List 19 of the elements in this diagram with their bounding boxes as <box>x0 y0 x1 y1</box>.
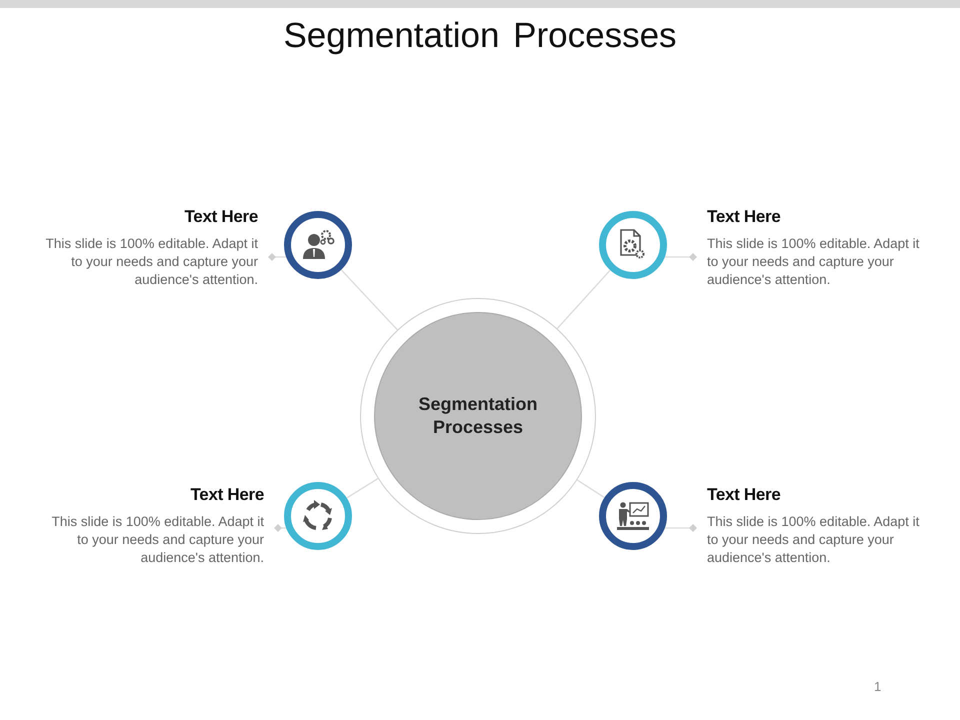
description-text: This slide is 100% editable. Adapt it to your needs and capture your audience's attention. <box>707 513 920 567</box>
connector-line <box>268 253 286 261</box>
connector-line <box>576 479 605 498</box>
center-label: Segmentation Processes <box>417 393 538 439</box>
heading: Text Here <box>707 207 781 227</box>
heading: Text Here <box>184 207 258 227</box>
description-text: This slide is 100% editable. Adapt it to your needs and capture your audience's attention. <box>44 235 258 289</box>
heading: Text Here <box>707 485 781 505</box>
connector-line <box>664 253 697 261</box>
heading: Text Here <box>190 485 264 505</box>
connector-line <box>340 269 398 330</box>
description-text: This slide is 100% editable. Adapt it to your needs and capture your audience's attention. <box>50 513 264 567</box>
connector-line <box>664 524 697 532</box>
connector-line <box>346 478 378 499</box>
connector-line <box>274 524 286 532</box>
page-number: 1 <box>874 679 882 694</box>
connector-line <box>556 270 611 329</box>
title: Segmentation Processes <box>282 16 678 56</box>
description-text: This slide is 100% editable. Adapt it to your needs and capture your audience's attention. <box>707 235 920 289</box>
